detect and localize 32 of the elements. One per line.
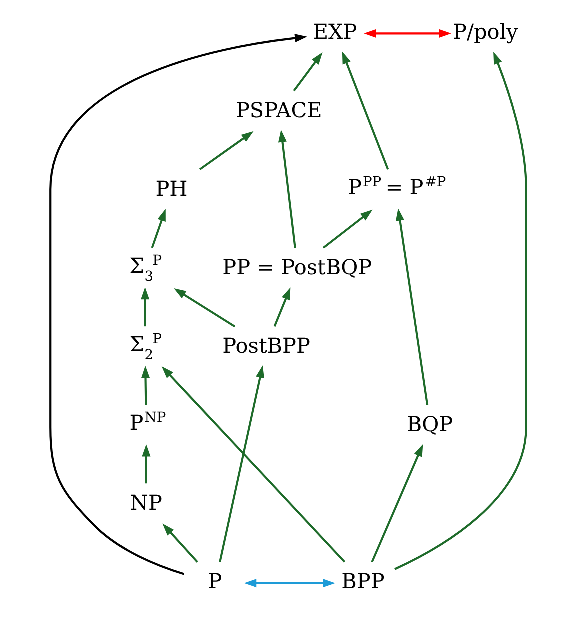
arrow [219, 366, 264, 563]
arrow [293, 52, 323, 92]
arrow [274, 288, 291, 327]
arrow [396, 208, 429, 406]
arrow [162, 524, 198, 563]
arrow [364, 29, 452, 38]
arrow [278, 130, 296, 248]
node-text: BQP [406, 412, 454, 436]
node-text: PP = PostBQP [222, 255, 372, 280]
node-text: PH [156, 176, 188, 201]
arrow [141, 366, 150, 406]
arrow [394, 52, 528, 570]
node-text: P$^{PP}$ = P$^{#P}$ [348, 174, 446, 200]
arrow [174, 288, 236, 328]
node-text: PSPACE [236, 98, 322, 122]
arrow [199, 131, 254, 170]
arrow [142, 444, 151, 484]
arrow [50, 34, 308, 576]
arrow [162, 366, 346, 563]
node-text: PostBPP [222, 334, 311, 358]
arrow [342, 52, 390, 170]
arrow [151, 209, 166, 248]
node-text: P/poly [453, 20, 518, 44]
node-text: BPP [342, 569, 385, 594]
arrow [244, 579, 336, 588]
node-text: P [208, 569, 222, 594]
node-text: P$^{NP}$ [130, 410, 166, 436]
arrow [141, 287, 150, 327]
arrow [322, 210, 373, 249]
node-text: EXP [313, 20, 358, 44]
arrow [371, 444, 424, 563]
node-text: NP [130, 490, 162, 515]
